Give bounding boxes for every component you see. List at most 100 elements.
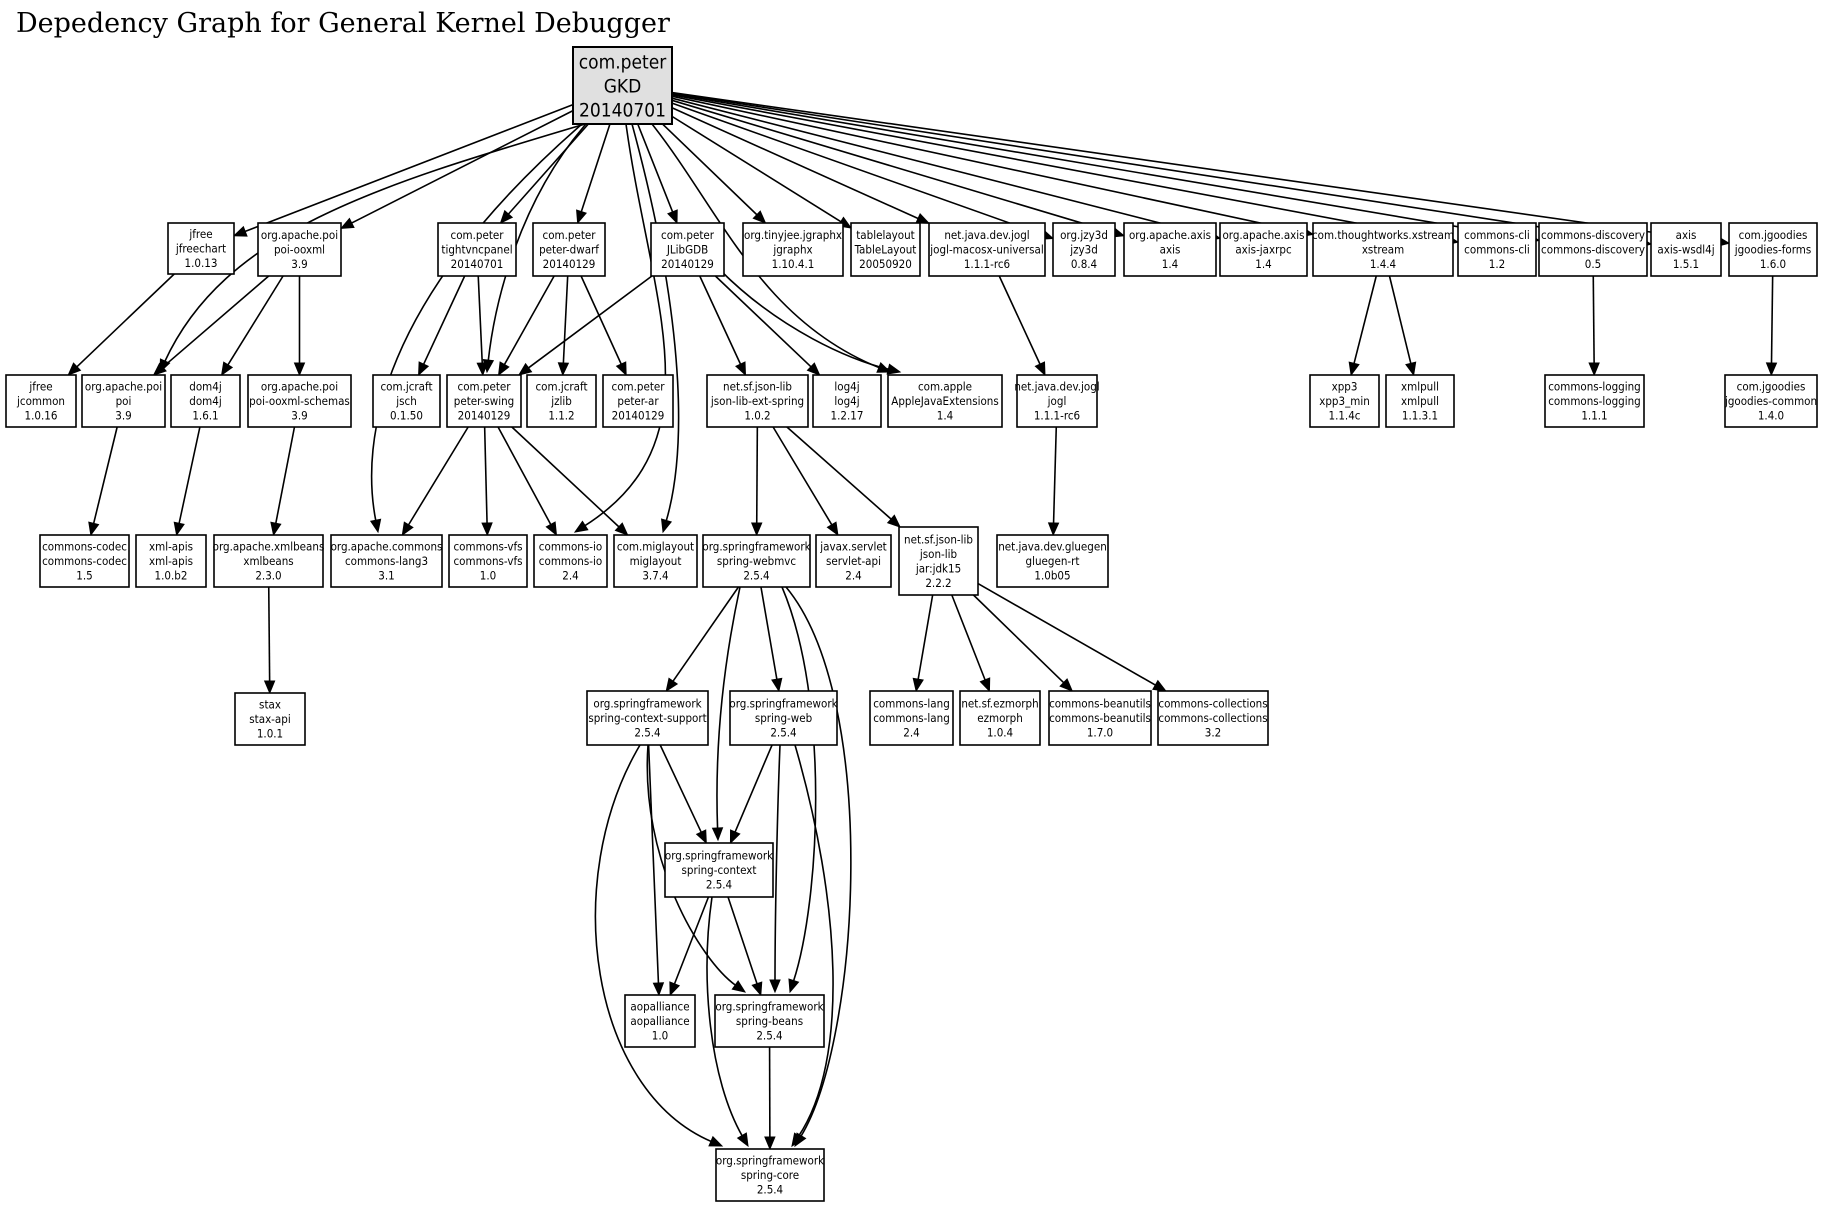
arrowhead-icon	[1348, 361, 1360, 377]
node-label-line: log4j	[834, 380, 859, 394]
arrowhead-icon	[764, 1136, 776, 1151]
node-label-line: org.apache.poi	[261, 380, 338, 394]
node-label-line: org.springframework	[702, 540, 810, 554]
node-label-line: 20140129	[543, 257, 596, 271]
node-box	[446, 374, 522, 428]
node-label-line: org.springframework	[715, 1000, 823, 1014]
edge-swing-to-io	[497, 426, 558, 537]
edge-line	[647, 744, 660, 985]
node-label-line: 20140701	[579, 100, 666, 122]
arrowhead-icon	[729, 829, 741, 845]
node-box	[996, 534, 1109, 588]
edge-tightvnc-to-jsch	[418, 275, 466, 377]
node-box	[330, 534, 443, 588]
edge-line	[659, 744, 703, 834]
edge-webmvc-to-beans	[781, 586, 817, 994]
node-jogl_mac[interactable]: net.java.dev.jogljogl-macosx-universal1.…	[928, 222, 1046, 277]
edge-root-to-poi_ooxml	[339, 109, 574, 230]
node-label-line: spring-context	[682, 863, 757, 877]
edge-xstream-to-xmlpull	[1388, 275, 1417, 377]
node-label-line: commons-codec	[42, 540, 127, 554]
node-label-line: poi-ooxml-schemas	[249, 394, 350, 408]
arrowhead-icon	[270, 521, 282, 537]
node-label-line: com.jcraft	[535, 380, 587, 394]
node-ctx_support[interactable]: org.springframeworkspring-context-suppor…	[586, 690, 709, 746]
node-label-line: 2.4	[845, 569, 861, 583]
node-box	[234, 692, 306, 746]
edge-line	[527, 275, 653, 370]
edge-xmlbeans-to-stax	[263, 586, 276, 695]
node-box	[742, 222, 844, 277]
node-label-line: 1.7.0	[1087, 726, 1113, 740]
node-label-line: commons-cli	[1464, 243, 1530, 257]
node-label-line: 1.4.4	[1370, 257, 1396, 271]
node-label-line: ezmorph	[977, 711, 1023, 725]
node-label-line: JLibGDB	[666, 243, 708, 257]
arrowhead-icon	[1047, 522, 1060, 537]
arrowhead-icon	[573, 520, 589, 533]
edge-dwarf-to-swing	[497, 275, 555, 377]
edge-line	[998, 275, 1042, 366]
node-box	[1123, 222, 1217, 277]
arrowhead-icon	[695, 829, 707, 845]
node-label-line: axis-jaxrpc	[1235, 243, 1292, 257]
node-box	[257, 222, 342, 277]
node-collections[interactable]: commons-collectionscommons-collections3.…	[1157, 690, 1269, 746]
node-box	[664, 842, 774, 898]
node-label-line: 2.4	[562, 569, 578, 583]
node-label-line: com.jgoodies	[1739, 228, 1808, 242]
